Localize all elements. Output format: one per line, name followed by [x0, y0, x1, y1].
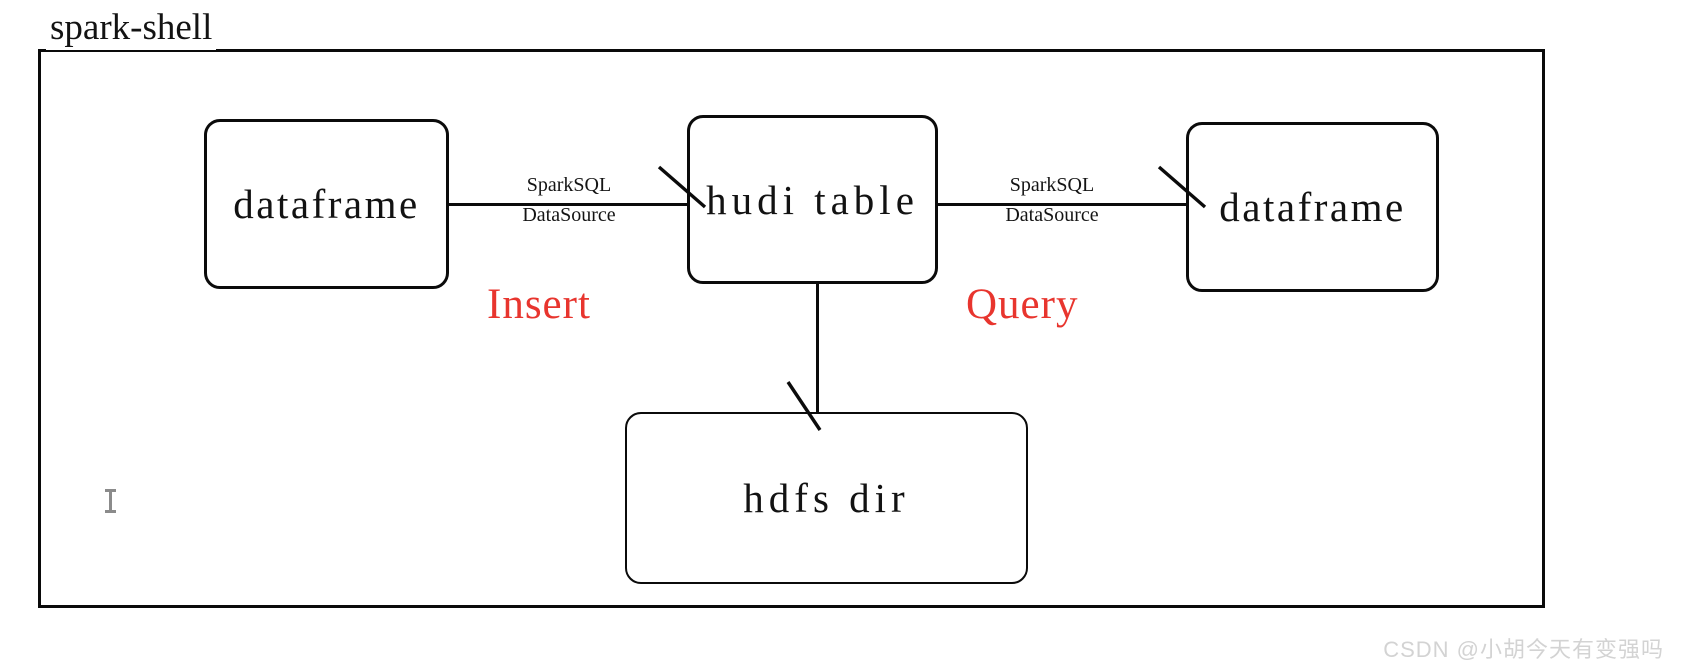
node-hudi-table[interactable]: hudi table [687, 115, 938, 284]
arrowhead-storage-icon [786, 381, 822, 431]
node-dataframe-result[interactable]: dataframe [1186, 122, 1439, 292]
node-dataframe-source[interactable]: dataframe [204, 119, 449, 289]
page-title: spark-shell [46, 6, 217, 50]
arrowhead-insert-icon [657, 165, 707, 209]
text-caret-icon [105, 489, 116, 513]
text-caret-bottom-cap [105, 510, 116, 513]
action-label-insert: Insert [487, 281, 591, 328]
edge-label-insert-bottom: DataSource [522, 204, 616, 226]
node-hdfs-dir-label: hdfs dir [743, 475, 910, 521]
node-hudi-table-label: hudi table [706, 176, 919, 223]
edge-line-query [937, 203, 1189, 206]
edge-label-query-bottom: DataSource [1005, 204, 1099, 226]
watermark: CSDN @小胡今天有变强吗 [1383, 637, 1664, 662]
node-hdfs-dir[interactable]: hdfs dir [625, 412, 1028, 584]
text-caret-stem [109, 489, 112, 513]
edge-line-insert [449, 203, 689, 206]
spark-shell-frame [38, 49, 1545, 608]
arrowhead-query-icon [1157, 165, 1207, 209]
action-label-query: Query [966, 281, 1079, 328]
node-dataframe-result-label: dataframe [1219, 184, 1406, 230]
node-dataframe-source-label: dataframe [233, 181, 420, 227]
edge-label-query: SparkSQL DataSource [972, 173, 1132, 228]
edge-label-insert: SparkSQL DataSource [489, 173, 649, 228]
edge-label-insert-top: SparkSQL [526, 174, 612, 196]
edge-line-storage [816, 284, 819, 420]
edge-label-query-top: SparkSQL [1009, 174, 1095, 196]
